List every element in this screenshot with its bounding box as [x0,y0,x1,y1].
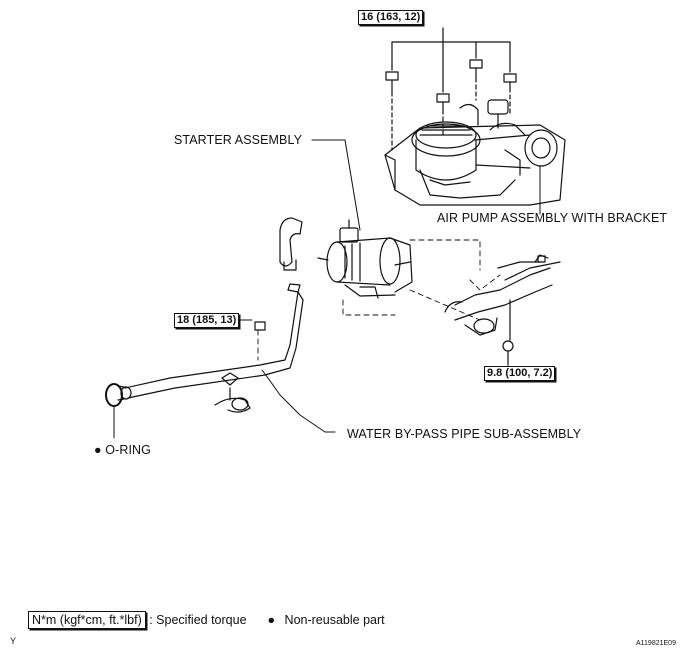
non-reusable-bullet-icon: ● [94,443,102,457]
air-pump-assembly-label: AIR PUMP ASSEMBLY WITH BRACKET [437,211,668,225]
torque-unit-box: N*m (kgf*cm, ft.*lbf) [28,611,146,629]
air-pipe-bracket-drawing [444,254,561,365]
o-ring-text: O-RING [105,443,151,457]
air-pump-assembly-drawing [384,99,566,215]
non-reusable-legend-bullet-icon: ● [267,613,276,627]
o-ring-label: ● O-RING [94,443,151,457]
hose-drawing [279,217,303,271]
non-reusable-legend-text: Non-reusable part [284,613,385,627]
torque-legend-text: : Specified torque [149,613,247,627]
o-ring-drawing [105,383,123,407]
water-bypass-pipe-label: WATER BY-PASS PIPE SUB-ASSEMBLY [347,427,582,441]
corner-mark: Y [10,636,17,646]
bolt-icon [385,59,517,111]
torque-bracket-lines [391,27,511,151]
starter-assembly-label: STARTER ASSEMBLY [174,133,303,147]
figure-code: A119821E09 [636,640,676,647]
starter-assembly-drawing [317,139,413,299]
legend: N*m (kgf*cm, ft.*lbf) : Specified torque… [28,611,385,629]
torque-spec-air-pump: 16 (163, 12) [358,10,424,25]
water-bypass-pipe-drawing [117,283,336,433]
torque-spec-bypass-pipe: 18 (185, 13) [174,313,240,328]
torque-spec-bracket-nut: 9.8 (100, 7.2) [484,366,556,381]
